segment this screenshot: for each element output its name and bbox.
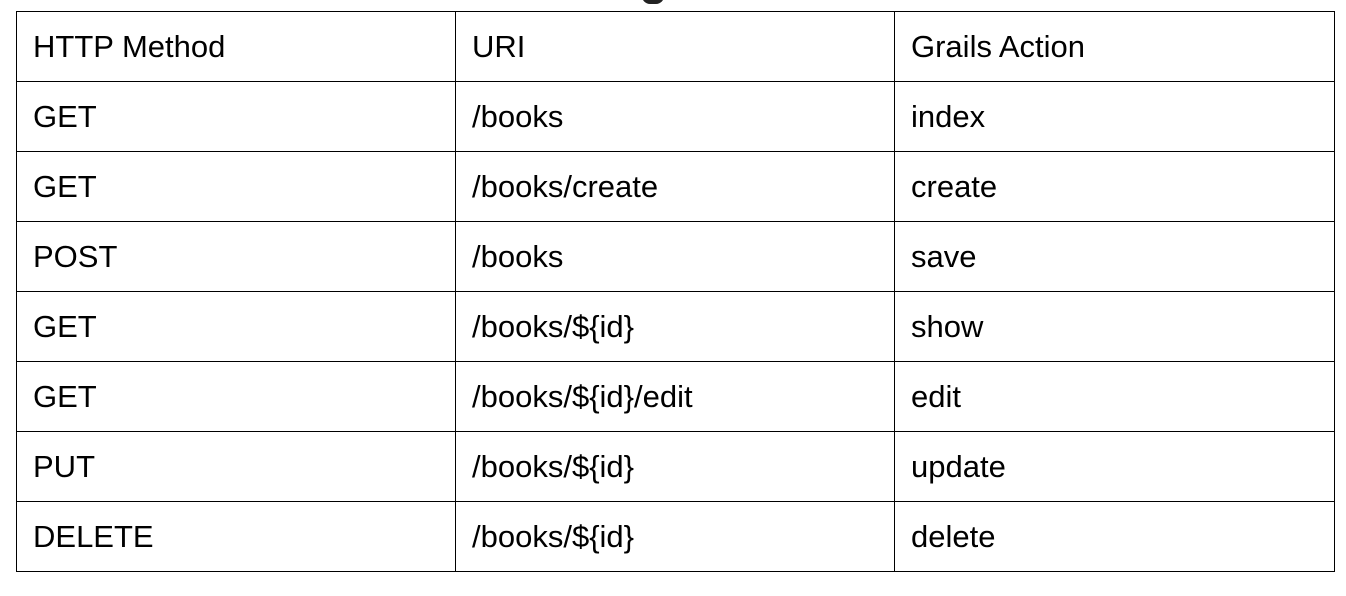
table-row: GET /books index xyxy=(16,81,1335,152)
grails-action-cell: save xyxy=(894,221,1335,292)
uri-cell: /books/${id} xyxy=(455,501,895,572)
header-http-method: HTTP Method xyxy=(16,11,456,82)
header-uri: URI xyxy=(455,11,895,82)
http-method-cell: GET xyxy=(16,151,456,222)
table-row: POST /books save xyxy=(16,221,1335,292)
cropped-title-fragment xyxy=(636,0,672,8)
grails-action-cell: show xyxy=(894,291,1335,362)
table-row: GET /books/create create xyxy=(16,151,1335,222)
http-method-cell: GET xyxy=(16,361,456,432)
uri-cell: /books/${id} xyxy=(455,291,895,362)
header-grails-action: Grails Action xyxy=(894,11,1335,82)
grails-action-cell: create xyxy=(894,151,1335,222)
http-method-cell: POST xyxy=(16,221,456,292)
uri-cell: /books xyxy=(455,221,895,292)
http-method-cell: PUT xyxy=(16,431,456,502)
uri-cell: /books/${id}/edit xyxy=(455,361,895,432)
http-method-cell: GET xyxy=(16,81,456,152)
http-method-cell: GET xyxy=(16,291,456,362)
table-row: DELETE /books/${id} delete xyxy=(16,501,1335,572)
grails-action-cell: index xyxy=(894,81,1335,152)
uri-cell: /books/${id} xyxy=(455,431,895,502)
table-row: GET /books/${id} show xyxy=(16,291,1335,362)
uri-cell: /books xyxy=(455,81,895,152)
table-header-row: HTTP Method URI Grails Action xyxy=(16,11,1335,82)
http-method-cell: DELETE xyxy=(16,501,456,572)
table-row: PUT /books/${id} update xyxy=(16,431,1335,502)
table-row: GET /books/${id}/edit edit xyxy=(16,361,1335,432)
url-mapping-table: HTTP Method URI Grails Action GET /books… xyxy=(16,11,1335,572)
grails-action-cell: update xyxy=(894,431,1335,502)
grails-action-cell: edit xyxy=(894,361,1335,432)
grails-action-cell: delete xyxy=(894,501,1335,572)
uri-cell: /books/create xyxy=(455,151,895,222)
